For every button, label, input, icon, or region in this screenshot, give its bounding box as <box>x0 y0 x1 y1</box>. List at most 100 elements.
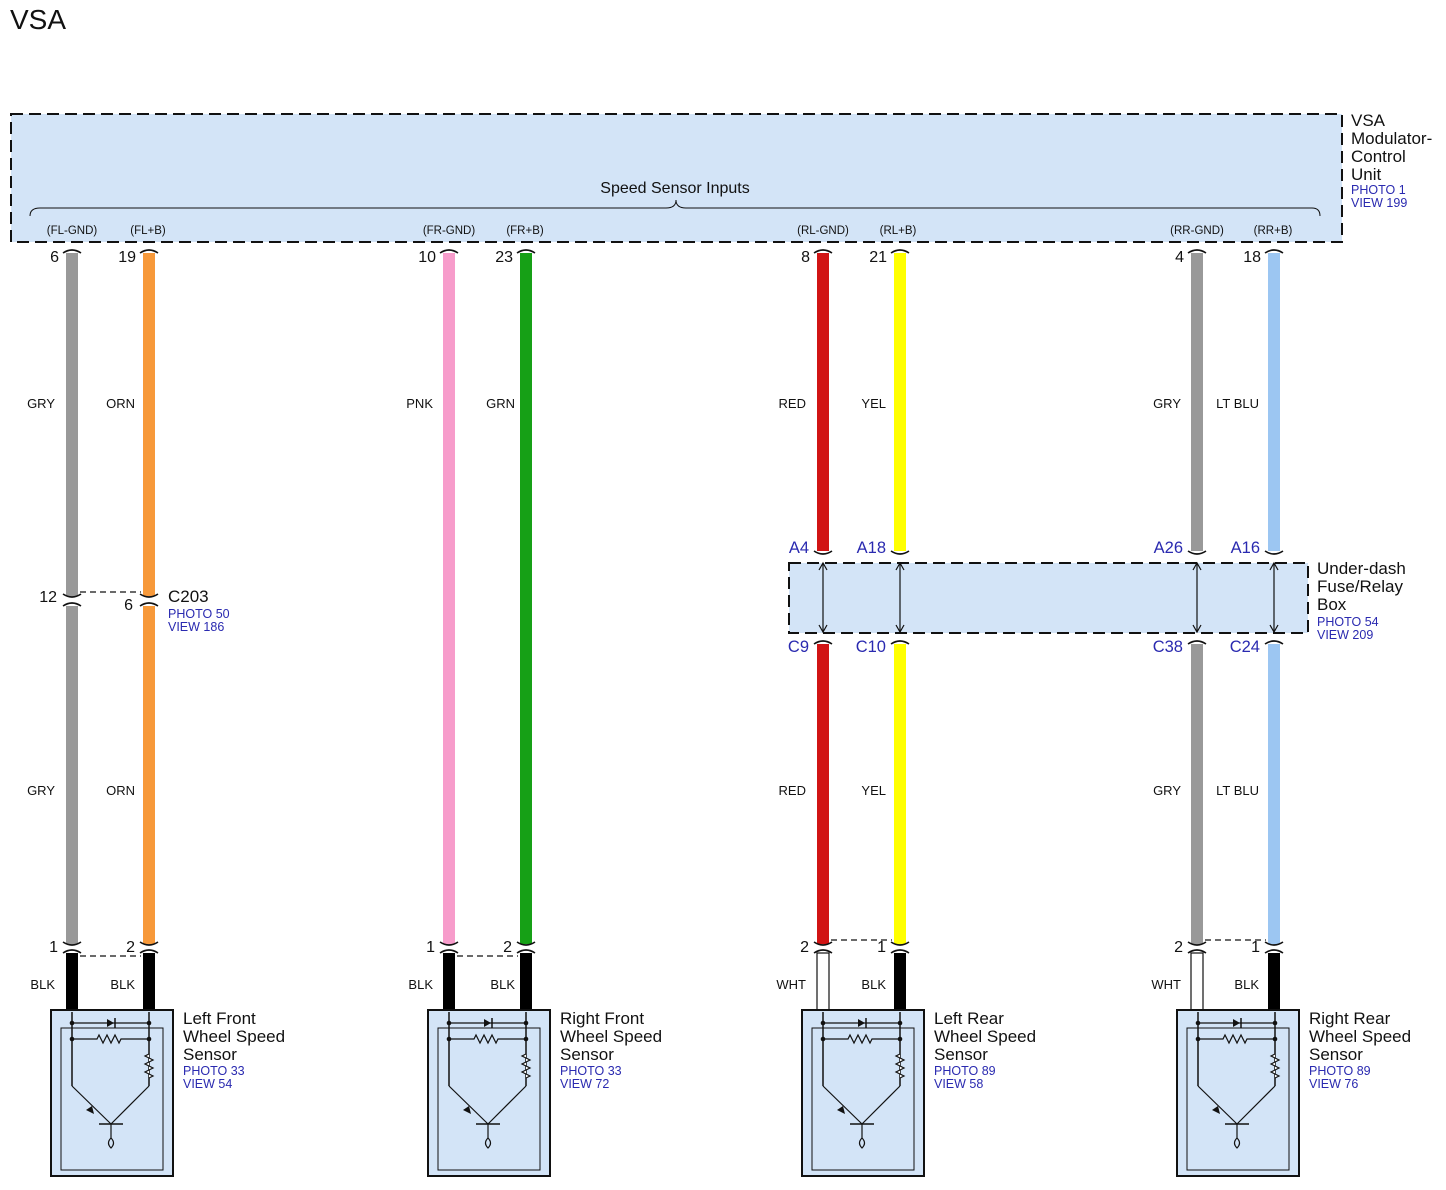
coil-icon <box>484 1137 492 1149</box>
ecu-pin-cap <box>1187 249 1207 254</box>
sensor-connector-cap-top <box>890 941 910 946</box>
ecu-pin-number: 19 <box>118 249 136 266</box>
sensor-photo-ref: PHOTO 33 <box>183 1064 245 1078</box>
sensor-name-line-1: Right Rear <box>1309 1009 1391 1028</box>
sensor-lead <box>894 953 906 1012</box>
relay-box-input-pin: A18 <box>857 539 886 557</box>
diode-icon <box>1233 1019 1240 1027</box>
relay-pass-through-head-top <box>818 561 828 571</box>
wire-color-label: GRY <box>1153 396 1181 411</box>
wire-signal-label: (RL-GND) <box>797 225 849 237</box>
relay-pass-through-head-bottom <box>1269 624 1279 634</box>
sensor-name-line-1: Left Rear <box>934 1009 1004 1028</box>
junction-dot <box>523 1020 529 1026</box>
wire-lower-segment <box>894 644 906 944</box>
sensor-pin-number: 2 <box>1174 939 1183 956</box>
sensor-lead-color-label: BLK <box>408 977 433 992</box>
wire-lower-segment <box>1191 644 1203 944</box>
ecu-pin-cap <box>890 249 910 254</box>
box-out-cap <box>1187 640 1207 645</box>
wire-color-label: ORN <box>106 396 135 411</box>
modulator-name-line-4: Unit <box>1351 165 1382 184</box>
relay-pass-through-head-top <box>1192 561 1202 571</box>
wire-layer: (FL-GND)6GRYGRY1BLK(FL+B)19ORNORN2BLK(FR… <box>27 225 1293 1013</box>
sensor-pin-number: 2 <box>800 939 809 956</box>
sensor-lead-color-label: WHT <box>776 977 806 992</box>
sensor-pin-number: 1 <box>49 939 58 956</box>
sensor-connector-cap-bottom <box>62 949 82 954</box>
wire-color-label: GRN <box>486 396 515 411</box>
junction-dot <box>897 1036 903 1042</box>
vsa-modulator-control-unit: VSA Modulator- Control Unit PHOTO 1 VIEW… <box>10 111 1432 243</box>
element-right-leg <box>110 1085 150 1125</box>
wire-color-label-lower: LT BLU <box>1216 783 1259 798</box>
resistor-vertical-icon <box>894 1053 906 1079</box>
wire-signal-label: (RL+B) <box>880 225 917 237</box>
diode-icon <box>107 1019 114 1027</box>
sensor-name-line-2: Wheel Speed <box>1309 1027 1411 1046</box>
junction-dot <box>1272 1020 1278 1026</box>
c203-name: C203 <box>168 587 209 606</box>
sensor-connector-cap-top <box>139 941 159 946</box>
c203-view-ref: VIEW 186 <box>168 620 224 634</box>
relay-box-photo-ref: PHOTO 54 <box>1317 615 1379 629</box>
sensor-inner-box <box>60 1027 164 1171</box>
sensor-lead <box>520 953 532 1012</box>
element-left-leg <box>71 1085 112 1125</box>
element-right-leg <box>1236 1085 1276 1125</box>
wire-color-label: PNK <box>406 396 433 411</box>
sensor-connector-cap-top <box>1187 941 1207 946</box>
sensor-photo-ref: PHOTO 33 <box>560 1064 622 1078</box>
sensor-inner-box <box>1186 1027 1290 1171</box>
ecu-pin-number: 4 <box>1175 249 1184 266</box>
wire-color-label: RED <box>779 396 806 411</box>
ecu-pin-number: 8 <box>801 249 810 266</box>
sensor-name-line-3: Sensor <box>934 1045 988 1064</box>
modulator-view-ref: VIEW 199 <box>1351 196 1407 210</box>
sensor-connector-cap-bottom <box>813 949 833 954</box>
element-right-leg <box>487 1085 527 1125</box>
box-out-cap <box>1264 640 1284 645</box>
sensor-connector-cap-top <box>439 941 459 946</box>
c203-photo-ref: PHOTO 50 <box>168 607 230 621</box>
sensor-lead <box>1268 953 1280 1012</box>
sensor-connector-cap-top <box>516 941 536 946</box>
junction-dot <box>820 1036 826 1042</box>
junction-dot <box>146 1036 152 1042</box>
wire-color-label: LT BLU <box>1216 396 1259 411</box>
modulator-name-line-2: Modulator- <box>1351 129 1432 148</box>
sensor-photo-ref: PHOTO 89 <box>1309 1064 1371 1078</box>
junction-dot <box>897 1020 903 1026</box>
connector-c203: 12 6 C203 PHOTO 50 VIEW 186 <box>39 587 229 634</box>
junction-dot <box>446 1020 452 1026</box>
sensor-connector-cap-bottom <box>139 949 159 954</box>
wire-color-label: YEL <box>861 396 886 411</box>
sensor-view-ref: VIEW 76 <box>1309 1077 1358 1091</box>
sensor-lead-color-label: BLK <box>1234 977 1259 992</box>
relay-box-name-line-1: Under-dash <box>1317 559 1406 578</box>
c203-cap-bottom <box>139 602 159 607</box>
sensor-pin-number: 1 <box>877 939 886 956</box>
sensor-name-line-2: Wheel Speed <box>560 1027 662 1046</box>
wire-lower-segment <box>1268 644 1280 944</box>
sensor-lead <box>1190 952 1204 1013</box>
sensor-view-ref: VIEW 72 <box>560 1077 609 1091</box>
sensor-outer-box <box>801 1009 925 1177</box>
c203-pin-right: 6 <box>124 597 133 614</box>
sensor-name-line-1: Left Front <box>183 1009 256 1028</box>
sensor-name-line-1: Right Front <box>560 1009 644 1028</box>
box-in-cap <box>813 550 833 555</box>
wire-signal-label: (RR+B) <box>1254 225 1293 237</box>
element-arrow-icon <box>86 1106 94 1114</box>
sensor-connector-cap-top <box>62 941 82 946</box>
relay-pass-through-head-top <box>895 561 905 571</box>
box-in-cap <box>890 550 910 555</box>
wire-upper-segment <box>66 253 78 596</box>
box-out-cap <box>813 640 833 645</box>
